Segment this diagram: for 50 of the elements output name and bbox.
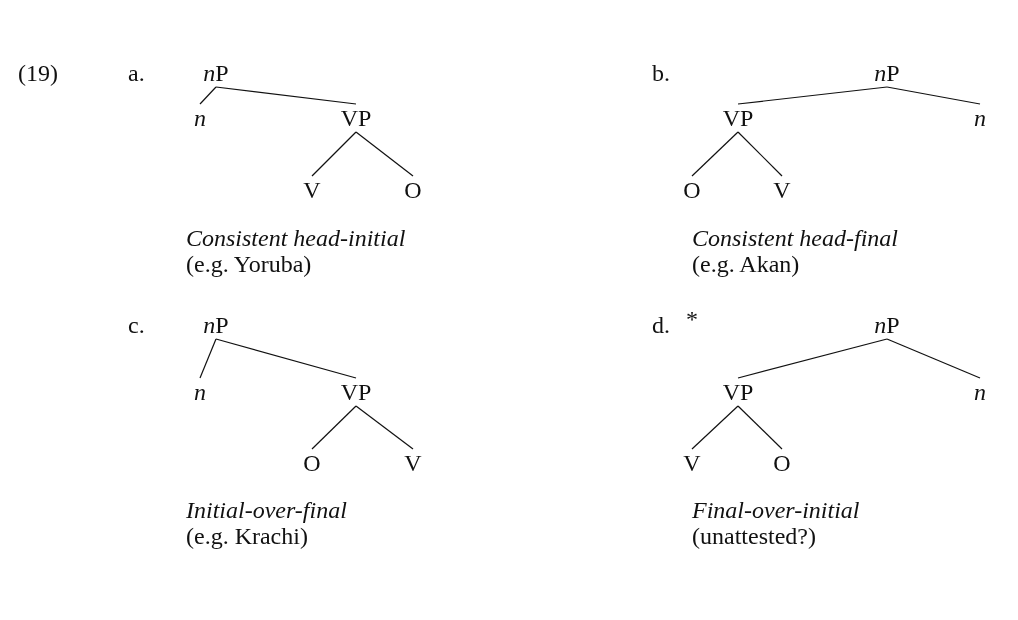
- tree-branch: [691, 131, 739, 177]
- tree-branch: [215, 338, 357, 379]
- sub-example-letter: c.: [128, 312, 145, 338]
- tree-node-label: nP: [201, 311, 231, 339]
- caption: Final-over-initial: [692, 497, 860, 523]
- tree-node-label: V: [402, 449, 424, 477]
- tree-node-label: n: [972, 104, 988, 132]
- sub-example-letter: d.: [652, 312, 670, 338]
- caption: Initial-over-final: [186, 497, 347, 523]
- tree-node-label: V: [301, 176, 323, 204]
- caption: Consistent head-initial: [186, 225, 406, 251]
- tree-node-label: nP: [872, 59, 902, 87]
- tree-branch: [311, 131, 357, 177]
- tree-node-label: nP: [872, 311, 902, 339]
- example-number: (19): [18, 60, 58, 86]
- tree-node-label: O: [301, 449, 323, 477]
- tree-branch: [737, 405, 783, 450]
- tree-node-label: V: [771, 176, 793, 204]
- language-note: (e.g. Krachi): [186, 523, 308, 549]
- tree-branch: [199, 338, 217, 379]
- tree-branch: [215, 86, 357, 105]
- language-note: (e.g. Yoruba): [186, 251, 312, 277]
- tree-node-label: nP: [201, 59, 231, 87]
- language-note: (unattested?): [692, 523, 816, 549]
- tree-branch: [886, 86, 981, 105]
- tree-branch: [737, 131, 783, 177]
- tree-node-label: n: [972, 378, 988, 406]
- sub-example-letter: a.: [128, 60, 145, 86]
- tree-node-label: O: [681, 176, 703, 204]
- tree-node-label: O: [771, 449, 793, 477]
- tree-branch: [886, 338, 981, 379]
- tree-node-label: O: [402, 176, 424, 204]
- tree-node-label: V: [681, 449, 703, 477]
- tree-branch: [311, 405, 357, 450]
- tree-branch: [737, 86, 888, 105]
- tree-branch: [199, 86, 217, 105]
- ungrammatical-mark: *: [686, 306, 698, 332]
- tree-branch: [737, 338, 888, 379]
- tree-branch: [691, 405, 739, 450]
- tree-node-label: VP: [720, 378, 756, 406]
- sub-example-letter: b.: [652, 60, 670, 86]
- tree-node-label: n: [192, 378, 208, 406]
- language-note: (e.g. Akan): [692, 251, 800, 277]
- tree-branch: [355, 405, 414, 450]
- caption: Consistent head-final: [692, 225, 898, 251]
- tree-node-label: VP: [338, 104, 374, 132]
- tree-node-label: n: [192, 104, 208, 132]
- tree-node-label: VP: [338, 378, 374, 406]
- tree-node-label: VP: [720, 104, 756, 132]
- tree-branch: [355, 131, 414, 177]
